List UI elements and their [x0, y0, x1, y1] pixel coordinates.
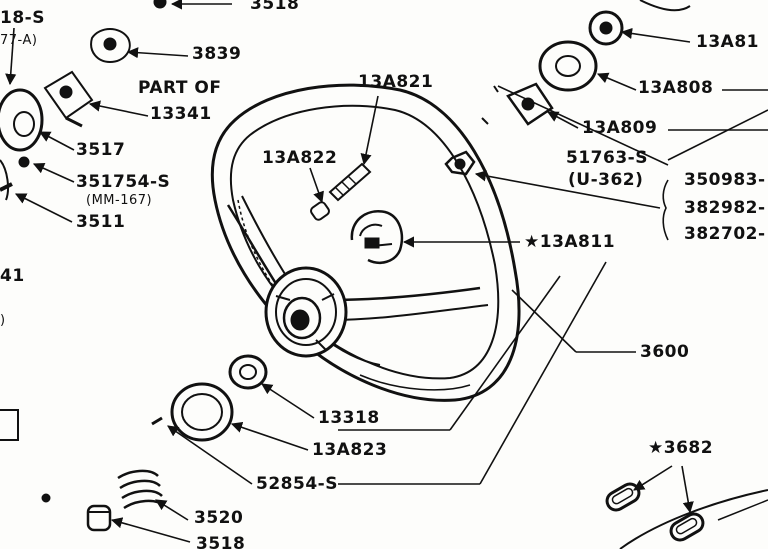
label-382702: 382702-	[684, 224, 766, 244]
column-parts-lower	[0, 354, 268, 532]
label-mm167: (MM-167)	[86, 193, 153, 208]
label-13A822: 13A822	[262, 148, 338, 168]
label-77a: 77-A)	[0, 33, 38, 48]
label-41: 41	[0, 266, 25, 286]
label-3520: 3520	[194, 508, 244, 528]
label-paren: )	[0, 313, 6, 328]
label-3600: 3600	[640, 342, 690, 362]
label-13A81: 13A81	[696, 32, 759, 52]
label-13A811: ★13A811	[524, 232, 616, 252]
label-3839: 3839	[192, 44, 242, 64]
label-3682: ★3682	[648, 438, 714, 458]
column-parts-right	[444, 0, 691, 176]
label-13A808: 13A808	[638, 78, 714, 98]
label-382982: 382982-	[684, 198, 766, 218]
label-350983: 350983-	[684, 170, 766, 190]
label-351754s: 351754-S	[76, 172, 171, 192]
label-3518-top: 3518	[250, 0, 300, 14]
leader-lines	[5, 0, 768, 543]
label-13318: 13318	[318, 408, 380, 428]
label-18s: 18-S	[0, 8, 45, 28]
steering-wheel-3600	[210, 83, 521, 402]
label-52854s: 52854-S	[256, 474, 338, 494]
label-u362: (U-362)	[568, 170, 644, 190]
label-13A823: 13A823	[312, 440, 388, 460]
label-51763s: 51763-S	[566, 148, 648, 168]
label-3511: 3511	[76, 212, 126, 232]
horn-button-parts	[310, 162, 372, 221]
label-part-of: PART OF	[138, 78, 222, 98]
column-parts-left	[0, 0, 167, 201]
label-13341: 13341	[150, 104, 212, 124]
label-13A809: 13A809	[582, 118, 658, 138]
horn-bracket-13A811	[350, 210, 404, 264]
label-3518-bottom: 3518	[196, 534, 246, 549]
label-3517: 3517	[76, 140, 126, 160]
label-13A821: 13A821	[358, 72, 434, 92]
